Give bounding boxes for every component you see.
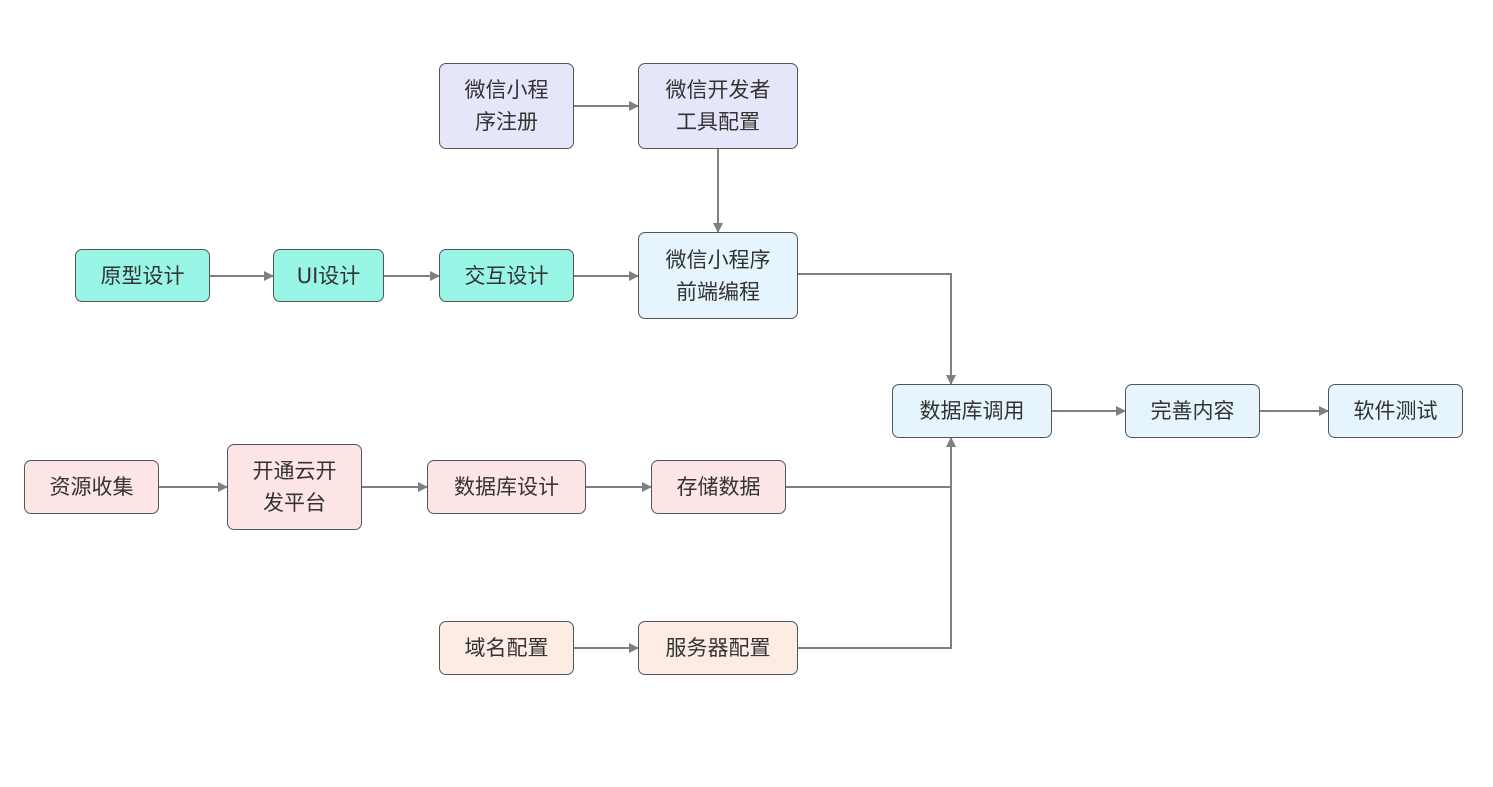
node-label-line: 微信小程 — [464, 78, 549, 102]
node-wx-register[interactable]: 微信小程序注册 — [439, 63, 574, 149]
node-label-line: 发平台 — [263, 491, 326, 515]
node-db-design[interactable]: 数据库设计 — [427, 460, 586, 514]
node-label: 数据库设计 — [454, 475, 559, 499]
node-db-call[interactable]: 数据库调用 — [892, 384, 1052, 438]
node-label: 资源收集 — [49, 475, 134, 499]
node-label-line: 微信开发者 — [665, 78, 771, 102]
edge-wx_frontend-to-db_call — [798, 273, 956, 385]
node-refine[interactable]: 完善内容 — [1125, 384, 1260, 438]
node-server-cfg[interactable]: 服务器配置 — [638, 621, 798, 675]
node-interaction[interactable]: 交互设计 — [439, 249, 574, 302]
node-label: UI设计 — [296, 263, 361, 288]
node-ui-design[interactable]: UI设计 — [273, 249, 384, 302]
node-label: 服务器配置 — [665, 636, 771, 660]
node-label: 完善内容 — [1150, 399, 1235, 423]
node-label: 数据库调用 — [919, 399, 1025, 423]
node-label: 原型设计 — [100, 263, 185, 288]
node-domain-cfg[interactable]: 域名配置 — [439, 621, 574, 675]
node-testing[interactable]: 软件测试 — [1328, 384, 1463, 438]
node-label-line: 微信小程序 — [665, 247, 771, 272]
node-label: 域名配置 — [464, 636, 549, 660]
node-label: 软件测试 — [1353, 399, 1438, 423]
node-label-line: 开通云开 — [252, 459, 337, 483]
edge-store_data-to-db_call — [786, 437, 956, 488]
node-label: 交互设计 — [464, 263, 549, 288]
edge-server_cfg-to-db_call — [798, 437, 956, 649]
node-cloud-dev[interactable]: 开通云开发平台 — [227, 444, 362, 530]
node-label-line: 工具配置 — [676, 110, 760, 134]
node-label-line: 前端编程 — [676, 279, 760, 304]
node-resources[interactable]: 资源收集 — [24, 460, 159, 514]
node-prototype[interactable]: 原型设计 — [75, 249, 210, 302]
node-store-data[interactable]: 存储数据 — [651, 460, 786, 514]
node-wx-frontend[interactable]: 微信小程序前端编程 — [638, 232, 798, 319]
node-label-line: 序注册 — [475, 110, 538, 134]
node-wx-devtools[interactable]: 微信开发者工具配置 — [638, 63, 798, 149]
node-label: 存储数据 — [676, 475, 761, 499]
